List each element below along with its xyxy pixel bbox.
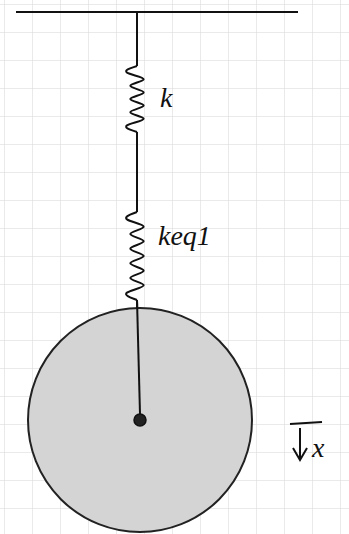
- spring-zigzag: [126, 212, 144, 300]
- disk-mass: [28, 308, 252, 532]
- spring-constant-label: k: [160, 84, 172, 112]
- displacement-label: x: [312, 434, 324, 462]
- direction-arrow: [299, 428, 301, 458]
- spring-zigzag: [126, 66, 144, 132]
- reference-bar: [290, 422, 322, 424]
- equivalent-spring-label: keq1: [158, 222, 211, 250]
- spring-coils: [126, 66, 144, 300]
- disk-link: [137, 300, 140, 414]
- ceiling-line: [16, 11, 298, 13]
- center-dot: [134, 414, 146, 426]
- arrow-head: [293, 448, 307, 460]
